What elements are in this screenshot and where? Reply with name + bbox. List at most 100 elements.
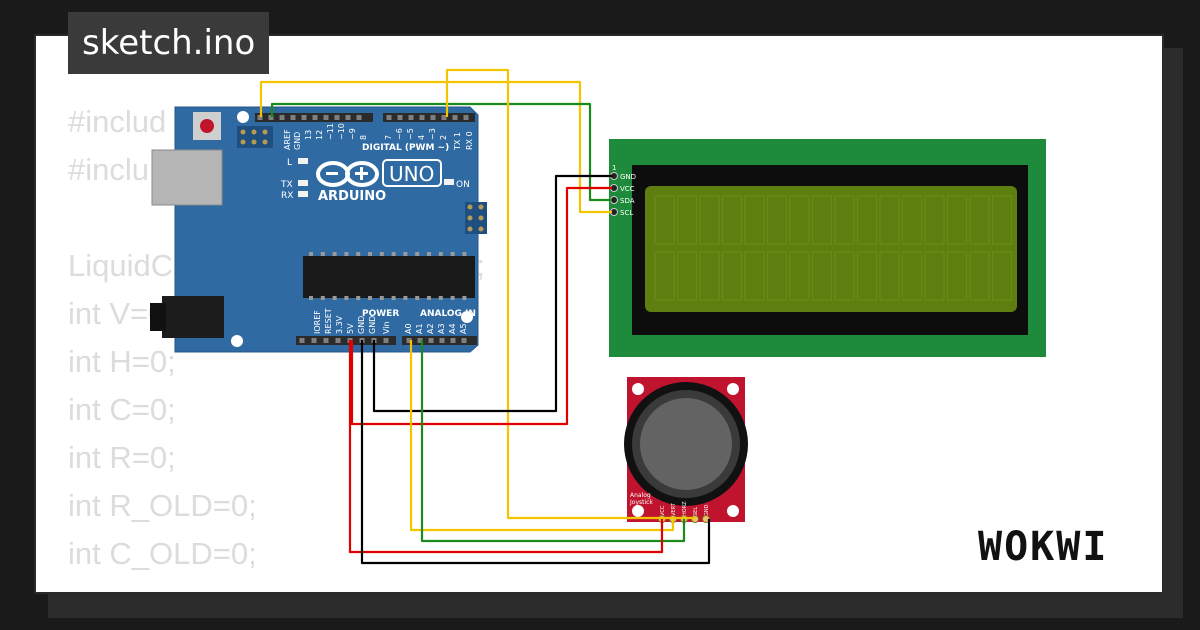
led-on [444,179,454,185]
header-pin [450,338,456,343]
pin-label: A5 [459,323,468,334]
board-brand: ARDUINO [318,189,386,204]
lcd-character-cell [677,195,697,245]
joystick-pin-label: GND [704,504,710,516]
led-rx-label: RX [281,191,293,201]
joystick-knob[interactable] [640,398,732,490]
code-line: int C_OLD=0; [68,536,257,571]
header-pin [417,338,423,343]
lcd-character-cell [789,251,810,301]
pin-label: GND [368,316,377,334]
pin-label: 7 [384,135,393,140]
header-pin [397,115,403,120]
lcd-character-cell [767,195,787,245]
mounting-hole [237,111,249,123]
chip-leg [450,252,455,256]
lcd-character-cell [879,195,900,245]
chip-leg [379,252,384,256]
lcd-display[interactable]: 1 GND VCC SDA SCL [609,139,1046,357]
lcd-character-cell [969,195,990,245]
wire-horz[interactable] [420,340,686,543]
pin-label: 5V [346,323,355,334]
lcd-character-cell [699,251,720,301]
lcd-character-cell [947,251,967,301]
header-pin [408,115,414,120]
joystick-pin-label: SEL [693,507,699,516]
power-jack [162,296,224,338]
wire-sda[interactable] [270,102,612,202]
header-pin [268,115,274,120]
joystick-pin-label: VERT [671,502,677,516]
header-pin [334,115,340,120]
lcd-character-cell [857,195,877,245]
header-pin [428,338,434,343]
code-line: int V=0 [68,296,166,331]
wire-sel[interactable] [445,68,695,520]
chip-leg [344,252,349,256]
lcd-pin-scl-label: SCL [620,209,633,217]
lcd-character-cell [677,251,697,301]
lcd-character-cell [992,195,1012,245]
header-pin [312,115,318,120]
header-pin [290,115,296,120]
pin-label: ~10 [337,123,346,140]
lcd-character-cell [879,251,900,301]
wire-gnd-joy[interactable] [360,340,711,565]
code-line: int H=0; [68,344,176,379]
joystick-label: Analog [630,492,651,499]
wokwi-logo: WOKWI [978,524,1109,570]
led-rx [298,191,308,197]
pin-label: ~9 [348,128,357,140]
pin-label: 8 [359,135,368,140]
chip-leg [462,252,467,256]
chip-leg [320,252,325,256]
arduino-logo-icon [316,161,379,187]
lcd-character-cell [992,251,1012,301]
chip-leg [403,252,408,256]
wire-scl[interactable] [259,80,612,214]
header-pin [441,115,447,120]
wires [259,68,711,565]
pin-label: 2 [439,135,448,140]
chip-leg [415,296,420,300]
pin-label: 4 [417,135,426,140]
atmega-chip [303,256,475,298]
pin-label: A4 [448,323,457,334]
pin-label: 12 [315,130,324,140]
chip-leg [309,296,313,300]
analog-header-label: ANALOG IN [420,309,476,319]
wire-vcc-joy[interactable] [348,340,664,554]
arduino-uno-board[interactable]: AREF GND 13 12 ~11 ~10 ~9 8 7 ~6 ~5 4 ~3… [150,106,487,353]
lcd-character-cell [699,195,720,245]
pin-label: Vin [382,321,391,334]
pin-label: GND [357,316,366,334]
pin-label: ~6 [395,128,404,140]
lcd-screen [645,186,1017,312]
code-line: int C=0; [68,392,176,427]
power-header-label: POWER [362,309,399,319]
chip-leg [415,252,420,256]
pin-label: RESET [324,308,333,334]
lcd-character-cell [767,251,787,301]
analog-joystick[interactable]: Analog Joystick VCC VERT HORZ SEL GND [624,377,748,523]
lcd-character-cell [857,251,877,301]
chip-leg [438,296,443,300]
led-l [298,158,308,164]
usb-connector [151,149,223,206]
chip-leg [320,296,325,300]
wire-vcc-lcd[interactable] [350,186,612,426]
wire-vert[interactable] [409,340,675,532]
header-pin [419,115,425,120]
lcd-character-cell [902,251,922,301]
header-pin [356,115,362,120]
chip-leg [344,296,349,300]
lcd-character-cell [812,195,832,245]
chip-leg [427,252,431,256]
header-pin [461,338,467,343]
pin-label: RX 0 [465,131,474,150]
sketch-title: sketch.ino [68,12,270,74]
chip-leg [438,252,443,256]
wire-gnd-lcd[interactable] [372,174,612,413]
led-l-label: L [287,158,292,168]
led-on-label: ON [456,180,470,190]
